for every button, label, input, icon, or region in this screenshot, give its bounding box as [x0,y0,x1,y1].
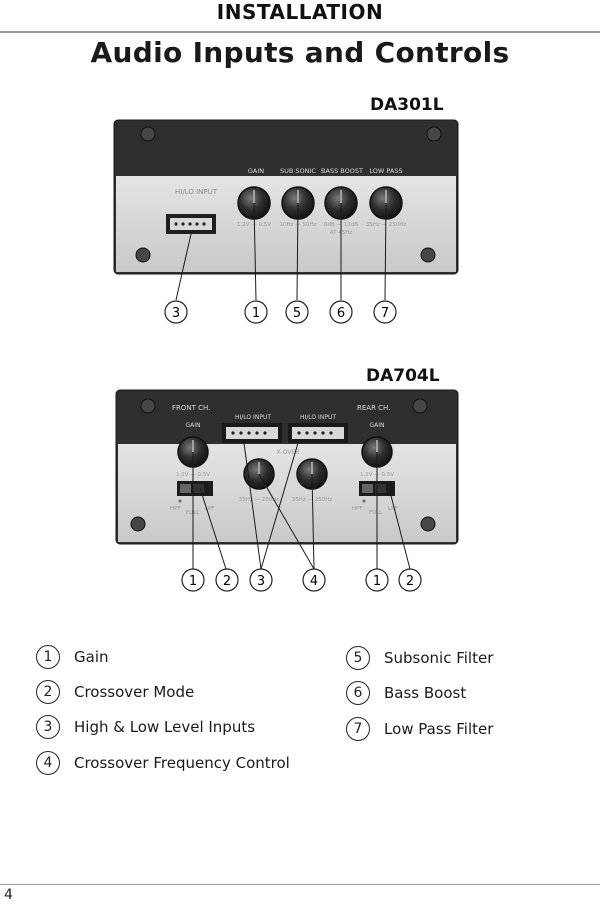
screw-icon [140,398,156,414]
legend-item: 1 Gain [36,644,109,670]
lowpass-label: LOW PASS [369,167,402,175]
legend-item: 4 Crossover Frequency Control [36,750,290,776]
legend-number: 5 [346,646,370,670]
section-header: INSTALLATION [216,0,384,24]
callout-marker: 3 [164,300,188,324]
legend-number: 7 [346,717,370,741]
legend-item: 6 Bass Boost [346,680,466,706]
front-channel-label: FRONT CH. [172,404,210,412]
rear-channel-label: REAR CH. [357,404,390,412]
hi-lo-input-connector [166,214,216,234]
rear-gain-label: GAIN [369,422,384,429]
da301l-input-label: HI/LO INPUT [175,188,218,196]
screw-icon [420,247,436,263]
full-label: FULL [369,510,383,516]
gain-label: GAIN [248,167,264,175]
legend-label: Gain [74,648,109,666]
screw-icon [420,516,436,532]
input2-label: HI/LO INPUT [300,414,336,421]
legend-label: Subsonic Filter [384,649,494,667]
callout-leader-lines [192,442,411,570]
legend-label: Crossover Frequency Control [74,754,290,772]
da301l-amplifier-diagram: HI/LO INPUT GAIN SUB SONIC BASS BOOST LO… [113,119,459,324]
svg-text:7: 7 [381,306,389,321]
bassboost-label: BASS BOOST [321,167,363,175]
legend-label: Bass Boost [384,684,467,702]
screw-icon [412,398,428,414]
svg-text:5: 5 [293,306,301,321]
svg-text:2: 2 [223,574,231,589]
svg-text:4: 4 [310,574,318,589]
legend-number: 4 [36,751,60,775]
lpf-label: LPF [205,506,215,512]
hi-lo-input-connector [288,423,348,443]
xover-label: X-OVER [277,449,300,456]
callout-marker: 2 [215,568,239,592]
front-gain-label: GAIN [185,422,200,429]
svg-text:1: 1 [373,574,381,589]
legend-number: 2 [36,680,60,704]
callout-marker: 4 [302,568,326,592]
da704l-model-label: DA704L [366,366,440,386]
svg-text:3: 3 [172,306,180,321]
screw-icon [140,126,156,142]
da301l-model-label: DA301L [370,95,444,115]
legend-label: High & Low Level Inputs [74,718,256,736]
svg-text:2: 2 [406,574,414,589]
callout-marker: 6 [329,300,353,324]
callout-marker: 1 [365,568,389,592]
legend-item: 7 Low Pass Filter [346,716,493,742]
callout-leader-lines [175,202,387,301]
callout-marker: 1 [181,568,205,592]
xover1-range: 35Hz — 250Hz [239,497,280,503]
legend-number: 3 [36,715,60,739]
svg-text:1: 1 [189,574,197,589]
callout-marker: 5 [285,300,309,324]
legend-label: Crossover Mode [74,683,195,701]
hi-lo-input-connector [222,423,282,443]
legend-item: 2 Crossover Mode [36,679,194,705]
legend-item: 3 High & Low Level Inputs [36,714,255,740]
callout-marker: 2 [398,568,422,592]
input1-label: HI/LO INPUT [235,414,271,421]
legend-number: 1 [36,645,60,669]
hpf-label: HPF [170,506,181,512]
hpf-label: HPF [352,506,363,512]
footer-divider [0,884,600,885]
subsonic-label: SUB SONIC [280,167,316,175]
callout-marker: 1 [244,300,268,324]
callout-marker: 3 [249,568,273,592]
svg-text:6: 6 [337,306,345,321]
screw-icon [426,126,442,142]
legend-label: Low Pass Filter [384,720,494,738]
callout-marker: 7 [373,300,397,324]
page-title: Audio Inputs and Controls [90,36,510,69]
svg-text:1: 1 [252,306,260,321]
screw-icon [130,516,146,532]
legend-item: 5 Subsonic Filter [346,645,493,671]
screw-icon [135,247,151,263]
svg-text:3: 3 [257,574,265,589]
da704l-amplifier-diagram: FRONT CH. REAR CH. GAIN GAIN HI/LO INPUT… [115,389,459,592]
page-number: 4 [4,887,13,903]
crossover-mode-switch [177,481,213,496]
header-divider [0,31,600,33]
legend-number: 6 [346,681,370,705]
lpf-label: LPF [388,506,398,512]
